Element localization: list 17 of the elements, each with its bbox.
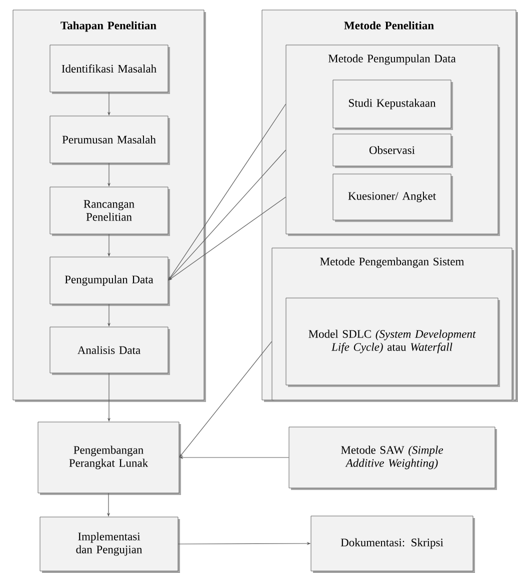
process-box: Dokumentasi: Skripsi — [310, 516, 475, 573]
process-box: Perumusan Masalah — [50, 116, 170, 165]
process-box: Model SDLC (System Development Life Cycle) atau Waterfall — [286, 298, 500, 387]
process-box: Pengumpulan Data — [50, 256, 170, 306]
process-box: Analisis Data — [50, 326, 170, 375]
arrow — [168, 104, 286, 280]
process-box: Metode SAW (Simple Additive Weighting) — [288, 426, 497, 490]
node-label: Metode Pengembangan Sistem — [320, 257, 464, 268]
arrow — [179, 341, 272, 458]
arrow — [168, 150, 286, 280]
process-box: Observasi — [332, 134, 453, 168]
process-box: Rancangan Penelitian — [50, 186, 170, 236]
process-box: Studi Kepustakaan — [332, 80, 453, 130]
process-box: Kuesioner/ Angket — [332, 174, 453, 222]
process-box: Implementasi dan Pengujian — [40, 516, 180, 573]
process-box: Identifikasi Masalah — [50, 44, 170, 94]
process-box: Pengembangan Perangkat Lunak — [38, 422, 181, 495]
